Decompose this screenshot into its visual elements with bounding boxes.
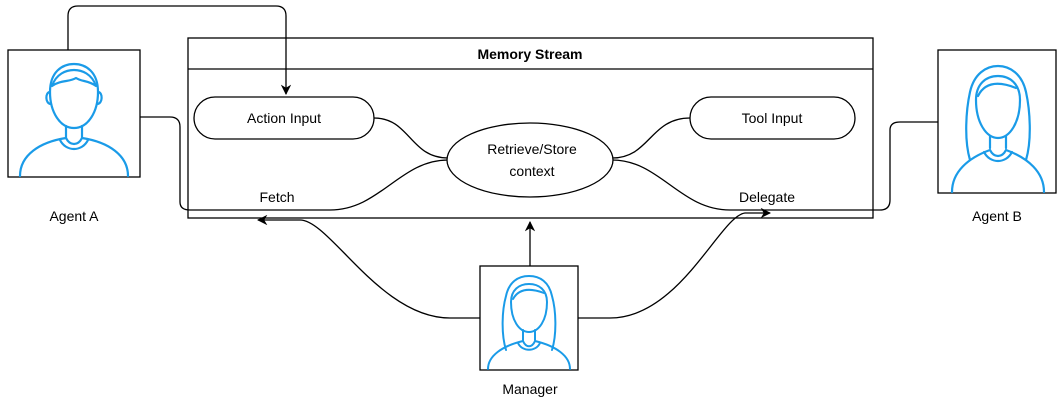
fetch-label: Fetch xyxy=(259,189,294,205)
connector-agent-a-action-input xyxy=(67,5,292,96)
memory-stream-title: Memory Stream xyxy=(477,46,582,62)
connector-manager-delegate xyxy=(578,207,772,319)
connector-tool-retrieve xyxy=(611,117,691,159)
person-female-icon xyxy=(487,275,571,370)
person-male-icon xyxy=(18,62,130,178)
retrieve-label-line1: Retrieve/Store xyxy=(487,141,577,157)
node-action-input[interactable]: Action Input xyxy=(193,96,375,140)
person-female-icon xyxy=(950,64,1046,194)
connector-action-retrieve xyxy=(373,117,449,159)
connector-retrieve-delegate xyxy=(611,159,760,211)
action-input-label: Action Input xyxy=(247,110,321,126)
connector-manager-fetch xyxy=(256,214,480,319)
delegate-label: Delegate xyxy=(739,189,795,205)
agent-b-label: Agent B xyxy=(972,208,1022,224)
node-tool-input[interactable]: Tool Input xyxy=(689,96,856,140)
connector-retrieve-fetch xyxy=(300,159,449,211)
manager-label: Manager xyxy=(502,381,558,397)
retrieve-label-line2: context xyxy=(509,163,554,179)
tool-input-label: Tool Input xyxy=(742,110,803,126)
manager[interactable]: Manager xyxy=(479,265,579,397)
agent-a[interactable]: Agent A xyxy=(7,49,141,224)
agent-a-label: Agent A xyxy=(49,208,99,224)
node-retrieve-store[interactable]: Retrieve/Store context xyxy=(446,122,614,198)
agent-b[interactable]: Agent B xyxy=(937,49,1057,224)
connector-delegate-agent-b xyxy=(760,121,938,211)
inner-connectors xyxy=(300,117,760,211)
outer-connectors xyxy=(67,5,938,319)
connector-agent-a-fetch xyxy=(140,116,300,211)
agent-a-frame xyxy=(7,49,141,178)
